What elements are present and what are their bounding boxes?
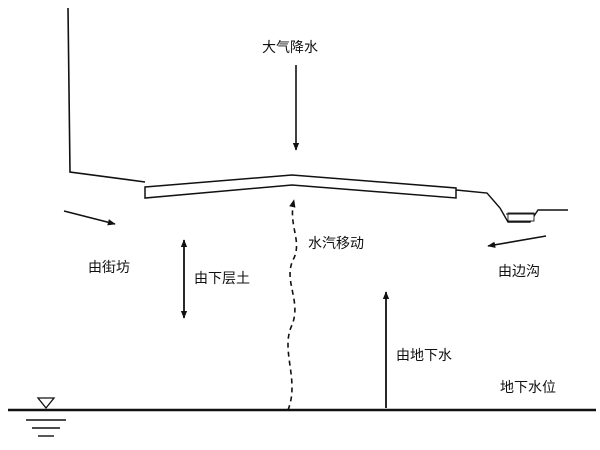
ditch-inflow-arrow	[487, 235, 547, 248]
left-slope-line	[67, 7, 146, 183]
shoulder-inflow-arrow	[63, 210, 116, 226]
shoulder-inflow-label: 由街坊	[88, 260, 130, 276]
ditch-water	[507, 212, 535, 222]
side-ditch	[499, 207, 568, 223]
groundwater-rise-label: 由地下水	[396, 348, 452, 364]
groundwater-level-label: 地下水位	[500, 380, 556, 396]
vapor-movement-label: 水汽移动	[308, 236, 364, 252]
water-level-symbol	[26, 397, 66, 437]
vapor-movement-arrow	[287, 199, 298, 411]
right-shoulder-line	[455, 189, 501, 209]
ditch-inflow-label: 由边沟	[498, 264, 540, 280]
lower-soil-label: 由下层土	[194, 271, 250, 287]
precipitation-label: 大气降水	[262, 40, 318, 56]
pavement-slab	[144, 174, 457, 199]
